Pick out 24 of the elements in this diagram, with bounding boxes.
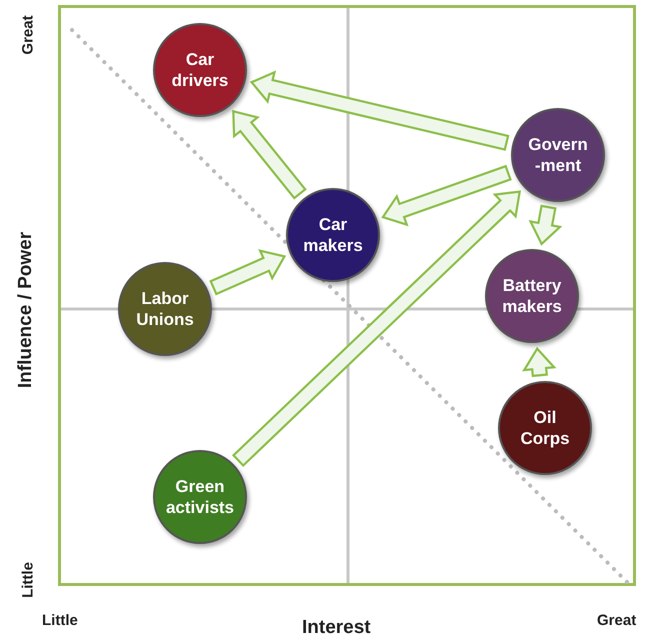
stakeholder-circle (153, 23, 247, 117)
block-arrow (250, 70, 510, 151)
stakeholder-circle (286, 188, 380, 282)
block-arrow (522, 346, 556, 378)
stakeholder-circle (511, 108, 605, 202)
stakeholder-circle (153, 450, 247, 544)
block-arrow (209, 249, 286, 296)
block-arrow (381, 164, 512, 226)
stakeholder-label: Labor Unions (135, 288, 195, 330)
stakeholder-label: Car drivers (170, 49, 230, 91)
block-arrow (528, 204, 562, 246)
block-arrow (232, 190, 522, 468)
stakeholder-label: Car makers (302, 214, 364, 256)
stakeholder-label: Battery makers (501, 275, 563, 317)
stakeholder-label: Oil Corps (519, 407, 571, 449)
axis-label: Great (20, 15, 36, 55)
stakeholder-label: Govern -ment (527, 134, 589, 176)
stakeholder-label: Green activists (164, 476, 236, 518)
axis-label: Great (597, 612, 636, 629)
axis-label: Interest (302, 617, 371, 639)
block-arrow (232, 110, 307, 200)
axis-label: Little (20, 562, 36, 598)
axis-label: Influence / Power (15, 232, 37, 388)
axis-label: Little (42, 612, 78, 629)
